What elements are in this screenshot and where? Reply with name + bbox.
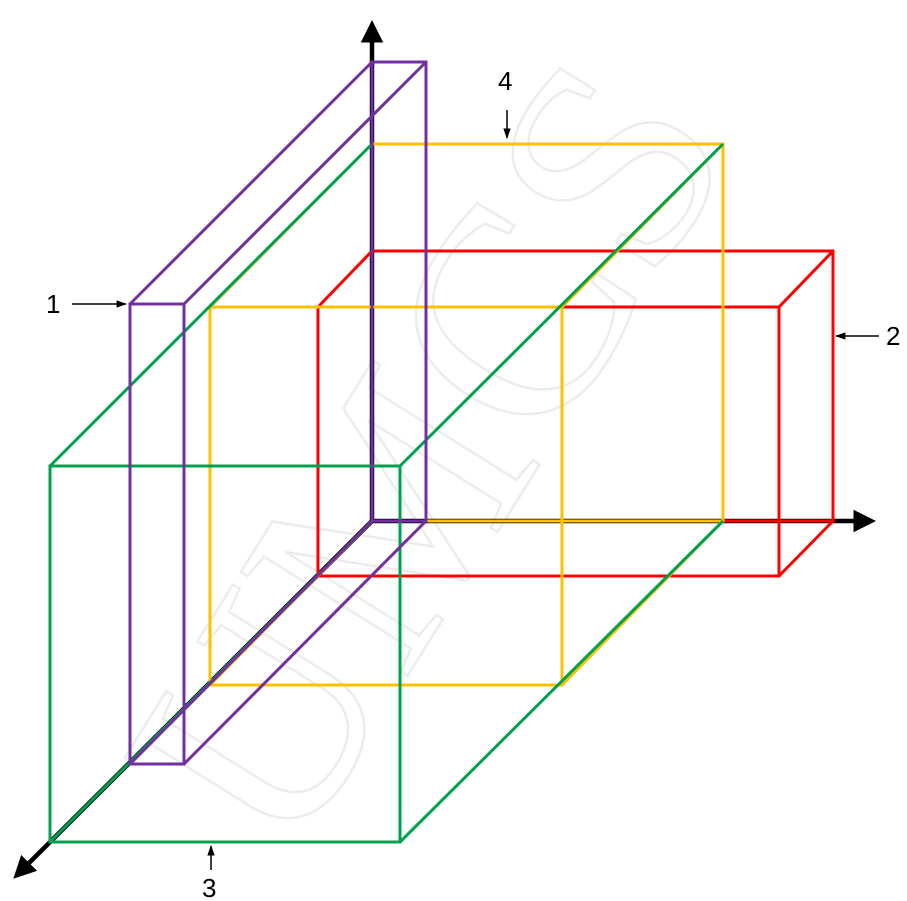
box-1-edge: [128, 60, 374, 306]
box-2-edge: [777, 519, 835, 578]
box-3-edge: [398, 142, 725, 468]
watermark-text: UMCS: [62, 4, 794, 901]
box-2-edge: [316, 249, 374, 309]
box-3-edge: [48, 142, 374, 468]
box-1: [128, 60, 428, 766]
label-3: 3: [202, 873, 216, 901]
label-1: 1: [46, 289, 60, 319]
label-4: 4: [498, 66, 512, 96]
label-2-group: 2: [834, 321, 900, 351]
label-2: 2: [886, 321, 900, 351]
box-1-edge: [182, 60, 428, 306]
box-3-edge: [398, 519, 725, 844]
label-4-group: 4: [498, 66, 512, 140]
box-1-edge: [128, 519, 374, 766]
box-1-edge: [182, 519, 428, 766]
label-1-group: 1: [46, 289, 128, 319]
box-2-edge: [777, 249, 835, 309]
watermark: UMCS: [60, 3, 795, 901]
label-3-group: 3: [202, 844, 216, 901]
